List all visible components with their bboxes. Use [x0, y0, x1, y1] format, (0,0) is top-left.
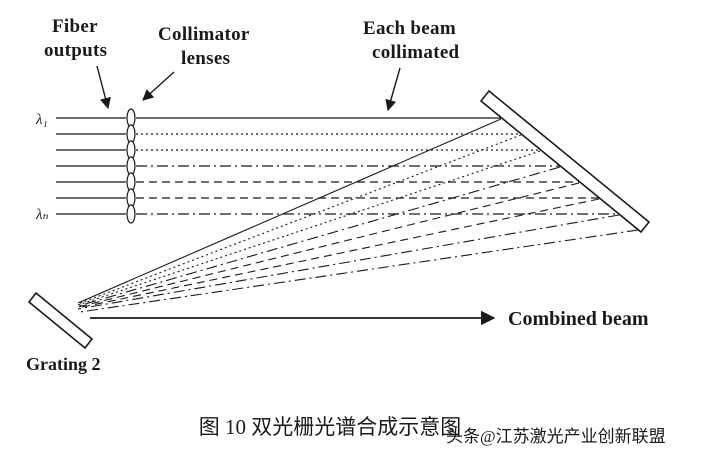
- watermark: 头条@江苏激光产业创新联盟: [446, 427, 666, 446]
- figure-caption: 图 10 双光栅光谱合成示意图: [199, 415, 462, 439]
- each-beam-label-line2: collimated: [372, 42, 460, 63]
- reflected-line-solid: [77, 118, 502, 304]
- reflected-line-dashdot: [77, 166, 561, 307]
- reflected-line-dotted: [77, 150, 541, 306]
- collimator-label-line1: Collimator: [158, 24, 250, 45]
- collimator-lenses: [126, 108, 136, 224]
- grating-2-label: Grating 2: [26, 354, 101, 374]
- reflected-beams: [77, 118, 639, 313]
- lambda-first-label: λ₁: [35, 112, 48, 128]
- collimator-arrow: [142, 71, 175, 101]
- combined-beam-label: Combined beam: [508, 308, 649, 330]
- lens-icon: [126, 108, 136, 128]
- reflected-line-dashdot: [77, 214, 620, 310]
- grating-1: [479, 89, 651, 234]
- lens-icon: [126, 140, 136, 160]
- reflected-line-dashed: [77, 198, 600, 309]
- lens-icon: [126, 172, 136, 192]
- lens-icon: [126, 204, 136, 224]
- lambda-last-label: λₙ: [35, 207, 49, 223]
- fiber-lines: [56, 117, 126, 215]
- fiber-outputs-label-line2: outputs: [44, 40, 107, 61]
- each-beam-arrow: [385, 67, 401, 112]
- fiber-outputs-label-line1: Fiber: [52, 16, 98, 37]
- grating-2: [27, 291, 94, 350]
- reflected-line-dashdot: [79, 229, 639, 313]
- lens-icon: [126, 124, 136, 144]
- fiber-outputs-arrow: [96, 65, 111, 110]
- collimator-label-line2: lenses: [181, 48, 230, 69]
- each-beam-label-line1: Each beam: [363, 18, 456, 39]
- reflected-line-dotted: [77, 134, 522, 305]
- reflected-line-dashed: [77, 182, 580, 308]
- collimated-beams: [136, 117, 619, 215]
- lens-icon: [126, 156, 136, 176]
- lens-icon: [126, 188, 136, 208]
